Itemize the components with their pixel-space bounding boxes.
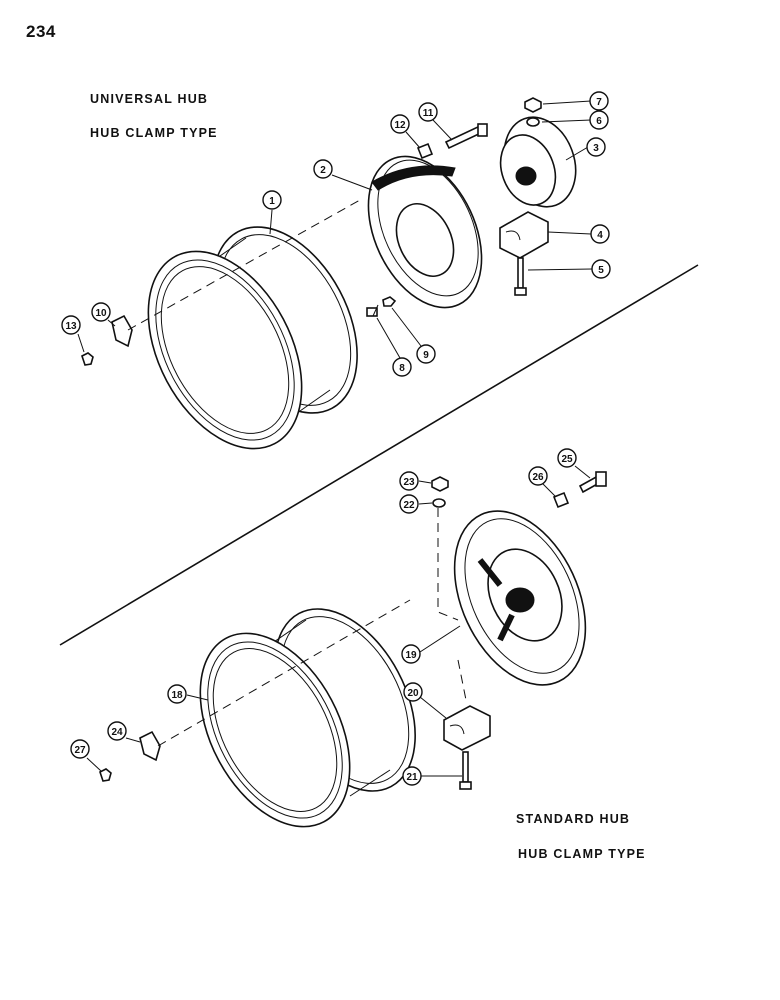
svg-text:5: 5 (598, 265, 604, 276)
wedge-26 (552, 491, 570, 509)
callout-3: 3 (586, 137, 606, 157)
standard-hub-subtitle: HUB CLAMP TYPE (518, 847, 646, 861)
callout-18: 18 (167, 684, 187, 704)
nut-13 (81, 352, 94, 366)
svg-text:26: 26 (532, 472, 544, 483)
callout-2: 2 (313, 159, 333, 179)
callout-11: 11 (418, 102, 438, 122)
washer-6 (526, 117, 540, 127)
svg-text:2: 2 (320, 165, 326, 176)
svg-text:7: 7 (596, 97, 602, 108)
svg-text:9: 9 (423, 350, 429, 361)
bolt-25 (578, 471, 607, 494)
svg-text:18: 18 (171, 690, 183, 701)
callout-13: 13 (61, 315, 81, 335)
rim-lower (199, 608, 416, 828)
svg-text:13: 13 (65, 321, 77, 332)
callout-25: 25 (557, 448, 577, 468)
callout-19: 19 (401, 644, 421, 664)
clamp-upper (499, 211, 549, 259)
svg-text:3: 3 (593, 143, 599, 154)
svg-text:22: 22 (403, 500, 415, 511)
svg-text:24: 24 (111, 727, 123, 738)
callout-20: 20 (403, 682, 423, 702)
callout-23: 23 (399, 471, 419, 491)
page-number: 234 (26, 22, 56, 41)
svg-text:20: 20 (407, 688, 419, 699)
svg-text:19: 19 (405, 650, 417, 661)
bolt-5 (514, 257, 527, 296)
clip-24 (139, 730, 161, 762)
svg-text:4: 4 (597, 230, 603, 241)
svg-text:23: 23 (403, 477, 415, 488)
clip-10 (111, 314, 133, 348)
washer-22 (432, 498, 446, 508)
callout-7: 7 (589, 91, 609, 111)
section-divider-line (59, 264, 699, 646)
callout-6: 6 (589, 110, 609, 130)
callout-26: 26 (528, 466, 548, 486)
bolt-11 (444, 123, 488, 150)
bolt-21 (459, 751, 472, 790)
svg-text:6: 6 (596, 116, 602, 127)
rim-upper (147, 226, 358, 450)
callout-9: 9 (416, 344, 436, 364)
universal-hub-title: UNIVERSAL HUB (90, 92, 209, 106)
wedge-12 (416, 142, 434, 160)
callout-8: 8 (392, 357, 412, 377)
svg-text:11: 11 (423, 108, 434, 119)
callout-21: 21 (402, 766, 422, 786)
bolt-8 (366, 304, 379, 317)
standard-hub-title: STANDARD HUB (516, 812, 631, 826)
assembly-line-clamp (457, 659, 467, 701)
svg-text:1: 1 (269, 196, 275, 207)
leader-lines (77, 100, 593, 777)
svg-text:12: 12 (394, 120, 406, 131)
nut-7 (524, 97, 542, 113)
callout-10: 10 (91, 302, 111, 322)
universal-hub-subtitle: HUB CLAMP TYPE (90, 126, 218, 140)
hub-upper (499, 116, 577, 208)
assembly-line-lower (157, 599, 411, 747)
callout-27: 27 (70, 739, 90, 759)
assembly-line-stud (437, 508, 459, 621)
svg-text:27: 27 (74, 745, 86, 756)
clamp-lower (443, 705, 491, 751)
callout-4: 4 (590, 224, 610, 244)
callout-12: 12 (390, 114, 410, 134)
callout-1: 1 (262, 190, 282, 210)
callout-5: 5 (591, 259, 611, 279)
svg-text:8: 8 (399, 363, 405, 374)
callout-24: 24 (107, 721, 127, 741)
wheel-hub-lower (453, 510, 587, 686)
svg-text:10: 10 (95, 308, 107, 319)
svg-text:21: 21 (406, 772, 418, 783)
callout-22: 22 (399, 494, 419, 514)
nut-27 (99, 768, 112, 782)
svg-text:25: 25 (561, 454, 573, 465)
nut-9 (382, 296, 397, 307)
center-disc-upper (367, 155, 483, 309)
nut-23 (431, 476, 449, 492)
